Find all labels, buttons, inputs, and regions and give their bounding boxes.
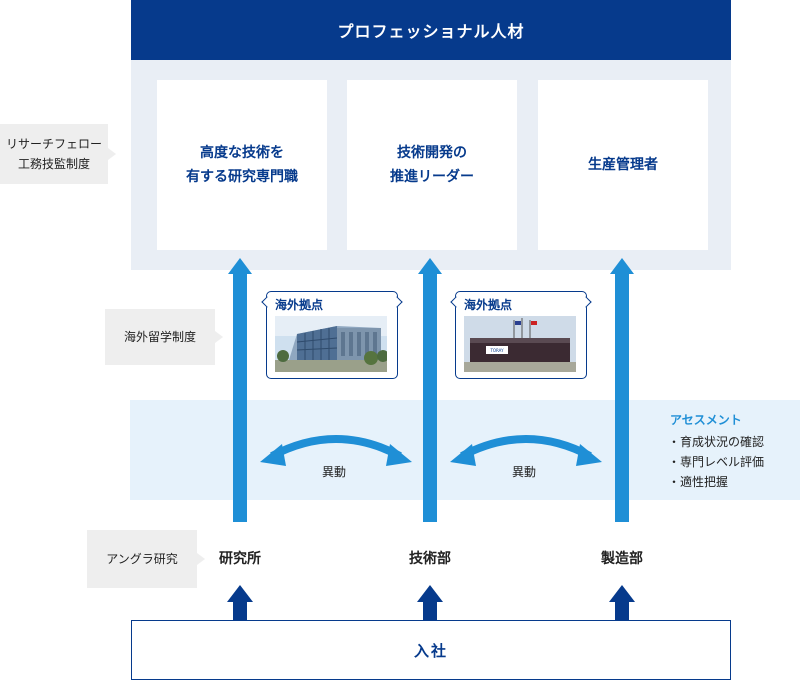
transfer-arrow-left	[260, 435, 412, 466]
overseas-building-photo	[275, 316, 387, 372]
assessment-title: アセスメント	[670, 413, 742, 427]
entry-arrow-head-tech	[417, 585, 443, 602]
entry-arrow-head-production	[609, 585, 635, 602]
transfer-label: 異動	[322, 465, 347, 479]
transfer-label: 異動	[512, 465, 537, 479]
arrow-head-research	[228, 258, 252, 274]
side-label-angura-research: アングラ研究	[87, 530, 205, 588]
side-label-overseas-study: 海外留学制度	[105, 309, 223, 365]
career-arrows	[228, 258, 634, 522]
career-box-production-manager: 生産管理者	[538, 80, 708, 250]
overseas-base-card: 海外拠点	[261, 291, 403, 379]
entry-arrow-head-research	[227, 585, 253, 602]
department-engineering: 技術部	[409, 551, 451, 567]
arrow-shaft-tech	[423, 274, 437, 522]
side-label-research-fellow: リサーチフェロー 工務技監制度	[0, 124, 116, 184]
arrow-shaft-research	[233, 274, 247, 522]
factory-sign-text: TORAY	[489, 348, 504, 353]
arrow-head-tech	[418, 258, 442, 274]
department-manufacturing: 製造部	[601, 551, 643, 567]
overseas-base-title: 海外拠点	[464, 298, 513, 312]
overseas-factory-photo: TORAY	[464, 316, 576, 372]
assessment-item: ・育成状況の確認	[668, 435, 765, 449]
overseas-base-title: 海外拠点	[275, 298, 324, 312]
company-entry-box: 入社	[131, 620, 731, 680]
entry-arrow-shaft-research	[233, 602, 247, 621]
entry-arrows	[227, 585, 635, 621]
arrow-head-production	[610, 258, 634, 274]
entry-arrow-shaft-tech	[423, 602, 437, 621]
assessment-item: ・適性把握	[668, 475, 729, 489]
career-box-tech-leader: 技術開発の 推進リーダー	[347, 80, 517, 250]
career-box-research-specialist: 高度な技術を 有する研究専門職	[157, 80, 327, 250]
arrow-shaft-production	[615, 274, 629, 522]
entry-arrow-shaft-production	[615, 602, 629, 621]
overseas-base-card: 海外拠点 TORAY	[450, 291, 592, 379]
department-research-lab: 研究所	[219, 551, 261, 567]
assessment-item: ・専門レベル評価	[668, 455, 765, 469]
professional-talent-header: プロフェッショナル人材	[131, 0, 731, 60]
transfer-arrow-right	[450, 435, 602, 466]
